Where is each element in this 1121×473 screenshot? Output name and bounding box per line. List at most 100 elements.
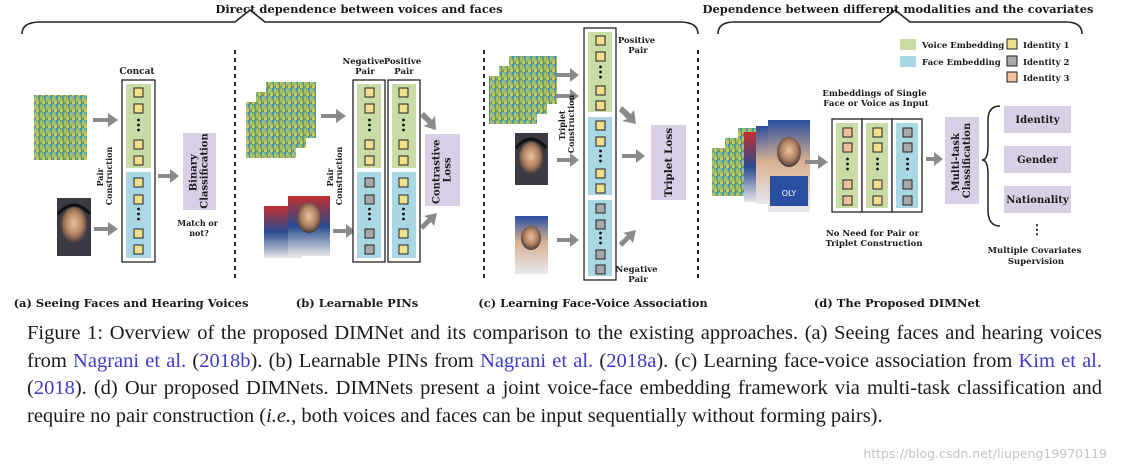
- identity-cell: [595, 203, 606, 214]
- spectrogram-image: [34, 95, 87, 160]
- citation-link[interactable]: Nagrani et al.: [73, 349, 187, 372]
- positive-line-2: Pair: [394, 67, 414, 77]
- arrow-icon: [333, 224, 355, 238]
- caption-text: ). (d) Our proposed DIMNets. DIMNets pre…: [27, 377, 1102, 427]
- ellipsis-dot: [368, 123, 371, 127]
- triplet-construction-label: Triplet Construction: [557, 95, 576, 154]
- panel-b: Pair Construction Negative Pair Positive…: [246, 57, 460, 310]
- citation-link[interactable]: Kim et al.: [1018, 349, 1102, 372]
- arrow-icon: [556, 89, 579, 103]
- brace-left: [21, 8, 699, 35]
- multitask-classification-box: [945, 117, 979, 204]
- embeddings-line-2: Face or Voice as Input: [823, 99, 929, 109]
- legend-identity3-swatch: [1006, 71, 1018, 83]
- output-bracket: [981, 105, 1001, 227]
- figure-caption: Figure 1: Overview of the proposed DIMNe…: [27, 320, 1102, 430]
- pair-line-1: Pair: [95, 168, 105, 187]
- legend-face-swatch: [900, 56, 916, 67]
- identity-cell: [595, 249, 606, 260]
- positive-line-2: Pair: [628, 46, 648, 56]
- match-line-1: Match or: [177, 218, 219, 228]
- contrastive-line-2: Loss: [443, 157, 454, 182]
- caption-text: (: [593, 349, 607, 372]
- jersey-logo: OLY: [782, 189, 797, 198]
- face-image: [515, 216, 548, 274]
- face-image: [514, 133, 548, 185]
- ellipsis-dot: [599, 231, 602, 235]
- no-need-line-2: Triplet Construction: [825, 239, 922, 249]
- ellipsis-dot: [137, 118, 140, 122]
- multitask-line-1: Multi-task: [951, 132, 962, 191]
- panel-a: Concat Pair Construction Binary Classifi…: [14, 67, 249, 310]
- identity-cell: [872, 127, 883, 138]
- ellipsis-dot: [402, 123, 405, 127]
- identity-cell: [595, 183, 606, 194]
- legend-identity1-swatch: [1006, 38, 1018, 50]
- ellipsis-dot: [137, 128, 140, 132]
- header-left: Direct dependence between voices and fac…: [215, 2, 502, 16]
- triplet-line-2: Construction: [566, 95, 576, 154]
- identity-cell: [133, 177, 144, 188]
- identity-cell: [133, 87, 144, 98]
- identity-cell: [595, 136, 606, 147]
- identity-cell: [398, 87, 409, 98]
- pair-construction-label: Pair Construction: [95, 147, 114, 206]
- citation-year-link[interactable]: 2018: [33, 377, 75, 399]
- contrastive-line-1: Contrastive: [432, 139, 443, 204]
- legend-voice-swatch: [900, 39, 916, 50]
- identity-cell: [842, 195, 853, 206]
- positive-line-1: Positive: [384, 57, 422, 67]
- ellipsis-dot: [137, 212, 140, 216]
- ellipsis-dot: [368, 212, 371, 216]
- arrow-icon: [420, 213, 437, 230]
- negative-line-2: Pair: [628, 275, 648, 285]
- ellipsis-dot: [846, 162, 849, 166]
- caption-text: Figure 1: Overview of the proposed DIMNe…: [27, 322, 1102, 372]
- ellipsis-dot: [137, 207, 140, 211]
- triplet-line-1: Triplet: [557, 110, 567, 140]
- no-need-label: No Need for Pair or Triplet Construction: [825, 229, 922, 249]
- citation-link[interactable]: Nagrani et al.: [480, 349, 594, 372]
- ellipsis-dot: [402, 212, 405, 216]
- arrow-icon: [557, 153, 579, 167]
- identity-cell: [595, 51, 606, 62]
- negative-pair-label: Negative Pair: [615, 265, 660, 285]
- arrow-icon: [805, 155, 828, 169]
- positive-pair-label: Positive Pair: [618, 36, 658, 56]
- identity-output-label: Identity: [1015, 115, 1060, 126]
- ellipsis-dot: [402, 128, 405, 132]
- identity-cell: [595, 120, 606, 131]
- citation-year-link[interactable]: 2018b: [199, 349, 251, 372]
- identity-cell: [364, 103, 375, 114]
- identity-cell: [595, 100, 606, 111]
- identity-cell: [872, 195, 883, 206]
- arrow-icon: [926, 152, 943, 166]
- caption-text: , both voices and faces can be input seq…: [291, 404, 883, 427]
- multitask-classification-label: Multi-task Classification: [951, 122, 973, 198]
- citation-year-link[interactable]: 2018a: [606, 349, 657, 372]
- caption-c: (c) Learning Face-Voice Association: [478, 296, 708, 310]
- identity-cell: [842, 142, 853, 153]
- ellipsis-dot: [846, 167, 849, 171]
- caption-text: ). (b) Learnable PINs from: [250, 349, 481, 372]
- legend-identity3-label: Identity 3: [1023, 74, 1069, 84]
- identity-cell: [902, 127, 913, 138]
- identity-cell: [595, 264, 606, 275]
- no-need-line-1: No Need for Pair or: [826, 229, 920, 239]
- triplet-loss-box: [651, 125, 686, 200]
- face-image: OLY: [768, 120, 810, 212]
- binary-line-2: Classification: [200, 133, 211, 209]
- caption-text: (: [186, 349, 200, 372]
- contrastive-loss-label: Contrastive Loss: [432, 136, 454, 204]
- identity-cell: [133, 244, 144, 255]
- multitask-line-2: Classification: [962, 122, 973, 198]
- ellipsis-dot: [599, 241, 602, 245]
- pair-line-1: Pair: [325, 168, 335, 187]
- identity-cell: [842, 179, 853, 190]
- identity-cell: [364, 139, 375, 150]
- output-ellipsis: ⋮: [1031, 223, 1044, 238]
- match-label: Match or not?: [177, 218, 221, 238]
- arrow-icon: [158, 169, 179, 183]
- spectrogram-image: [509, 56, 557, 104]
- negative-line-2: Pair: [355, 67, 375, 77]
